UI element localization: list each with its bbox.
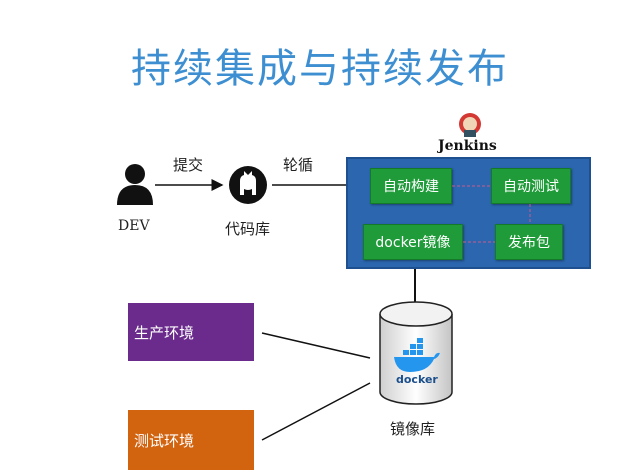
edge-label-submit: 提交	[173, 156, 204, 174]
docker-whale-icon	[394, 338, 440, 372]
step-auto-test: 自动测试	[491, 168, 571, 204]
repo-label: 代码库	[225, 220, 271, 238]
step-release-package: 发布包	[495, 224, 563, 260]
step-auto-test-label: 自动测试	[503, 179, 559, 195]
line-prod-to-registry	[261, 332, 371, 359]
env-production: 生产环境	[128, 303, 254, 361]
step-docker-image-label: docker镜像	[375, 235, 451, 251]
docker-cylinder-icon	[379, 301, 453, 405]
jenkins-logo-icon	[459, 113, 481, 137]
registry-label: 镜像库	[390, 420, 436, 438]
env-production-label: 生产环境	[134, 323, 195, 342]
env-testing: 测试环境	[128, 410, 254, 470]
docker-logo-text: docker	[396, 373, 438, 386]
dev-label: DEV	[118, 218, 150, 234]
step-auto-build-label: 自动构建	[383, 179, 439, 195]
step-release-package-label: 发布包	[508, 235, 550, 251]
step-docker-image: docker镜像	[363, 224, 463, 260]
edge-label-poll: 轮循	[283, 156, 314, 174]
env-testing-label: 测试环境	[134, 431, 195, 450]
jenkins-label: Jenkins	[438, 138, 497, 154]
line-test-to-registry	[261, 382, 371, 441]
user-icon	[117, 164, 153, 205]
page-title: 持续集成与持续发布	[131, 46, 509, 92]
github-icon	[229, 166, 267, 204]
step-auto-build: 自动构建	[370, 168, 452, 204]
